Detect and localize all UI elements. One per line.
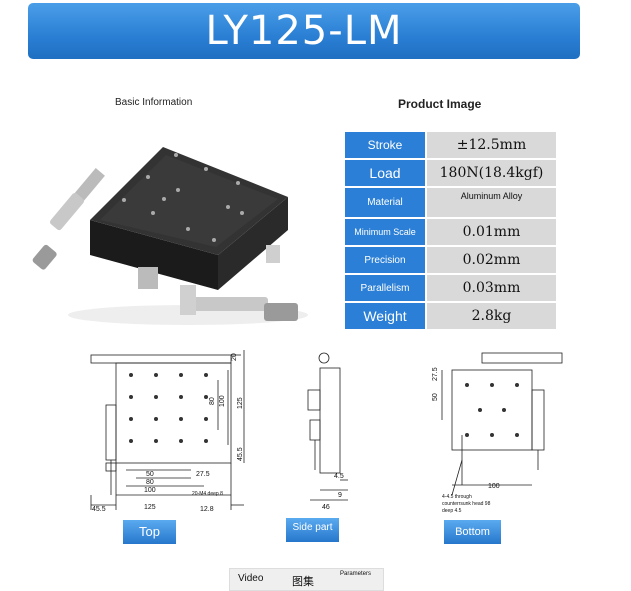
spec-row-load: Load 180N(18.4kgf) xyxy=(343,158,558,188)
dim-label: 20 xyxy=(231,353,238,361)
spec-key: Precision xyxy=(343,245,427,275)
dim-label: 12.8 xyxy=(200,506,214,513)
spec-key: Material xyxy=(343,186,427,219)
dim-label: 4.5 xyxy=(334,473,344,480)
hole-note-line: counterrsunk head 98 xyxy=(442,501,491,507)
spec-row-minimum-scale: Minimum Scale 0.01mm xyxy=(343,217,558,247)
basic-info-label: Basic Information xyxy=(115,97,193,108)
spec-row-parallelism: Parallelism 0.03mm xyxy=(343,273,558,303)
dim-label: 125 xyxy=(237,397,244,409)
dim-label: 80 xyxy=(209,397,216,405)
spec-key: Parallelism xyxy=(343,273,427,303)
spec-value: 0.03mm xyxy=(425,273,558,303)
spec-key: Stroke xyxy=(343,130,427,160)
tab-label: Bottom xyxy=(455,526,490,538)
nav-images[interactable]: 图集 xyxy=(292,576,314,588)
dim-label: 45.5 xyxy=(92,506,106,513)
product-image-label: Product Image xyxy=(398,97,482,111)
dim-label: 45.5 xyxy=(237,447,244,461)
tab-side-view[interactable]: Side part xyxy=(286,518,339,542)
dim-label: 80 xyxy=(146,479,154,486)
dim-label: 46 xyxy=(322,504,330,511)
product-photo xyxy=(32,147,308,325)
top-view-drawing: 20 80 100 125 45.5 50 27.5 80 100 125 45… xyxy=(90,350,245,513)
dim-label: 100 xyxy=(144,487,156,494)
dim-label: 100 xyxy=(219,395,226,407)
hole-note: 20-M4 deep 8 xyxy=(192,491,223,497)
tab-bottom-view[interactable]: Bottom xyxy=(444,520,501,544)
spec-value: ±12.5mm xyxy=(425,130,558,160)
tab-label: Side part xyxy=(292,522,333,533)
bottom-view-drawing: 27.5 50 100 4-4.5 through counterrsunk h… xyxy=(432,352,563,514)
spec-key: Minimum Scale xyxy=(343,217,427,247)
dim-label: 50 xyxy=(146,471,154,478)
spec-value: 180N(18.4kgf) xyxy=(425,158,558,188)
dim-label: 27.5 xyxy=(432,367,439,381)
nav-video[interactable]: Video xyxy=(238,573,264,584)
spec-row-material: Material Aluminum Alloy xyxy=(343,186,558,219)
spec-row-weight: Weight 2.8kg xyxy=(343,301,558,331)
spec-key: Load xyxy=(343,158,427,188)
bottom-nav-bar: Video 图集 Parameters xyxy=(229,568,384,591)
spec-value: 0.01mm xyxy=(425,217,558,247)
dim-label: 125 xyxy=(144,504,156,511)
tab-label: Top xyxy=(139,524,160,539)
tab-top-view[interactable]: Top xyxy=(123,520,176,544)
hole-note-line: deep 4.5 xyxy=(442,508,462,514)
spec-value: Aluminum Alloy xyxy=(425,186,558,219)
dim-label: 50 xyxy=(432,393,439,401)
hole-note-line: 4-4.5 through xyxy=(442,494,472,500)
spec-value: 0.02mm xyxy=(425,245,558,275)
spec-row-stroke: Stroke ±12.5mm xyxy=(343,130,558,160)
spec-row-precision: Precision 0.02mm xyxy=(343,245,558,275)
spec-table: Stroke ±12.5mm Load 180N(18.4kgf) Materi… xyxy=(343,130,558,331)
dim-label: 100 xyxy=(488,483,500,490)
spec-value: 2.8kg xyxy=(425,301,558,331)
spec-key: Weight xyxy=(343,301,427,331)
page-title: LY125-LM xyxy=(205,8,403,54)
dim-label: 9 xyxy=(338,492,342,499)
dim-label: 27.5 xyxy=(196,471,210,478)
nav-parameters[interactable]: Parameters xyxy=(340,571,372,577)
side-view-drawing: 4.5 9 46 xyxy=(307,352,348,511)
title-banner: LY125-LM xyxy=(28,3,580,59)
